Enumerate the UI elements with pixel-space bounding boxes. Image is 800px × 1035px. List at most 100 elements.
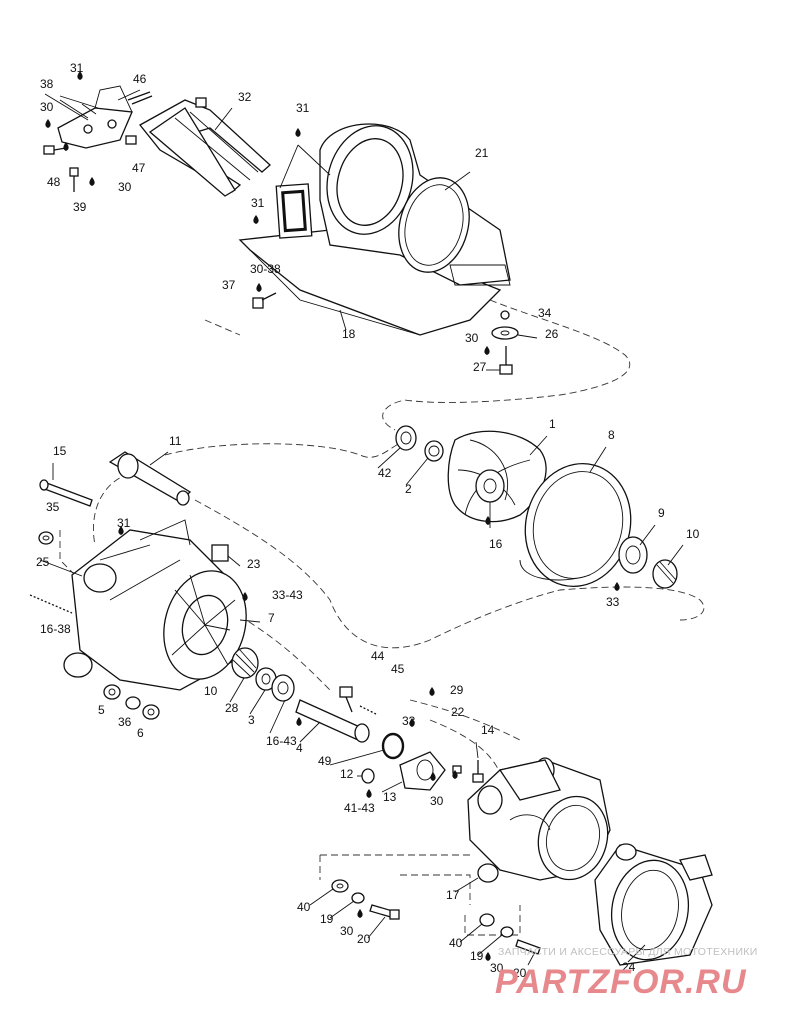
callout-label: 6: [137, 726, 144, 740]
callout-label: 20: [513, 966, 527, 980]
nozzle-housing: [238, 123, 519, 375]
watermark-brand: PARTZFOR.RU: [495, 963, 747, 1001]
callout-label: 22: [451, 705, 465, 719]
oil-drop-icon: [430, 772, 436, 781]
callout-label: 12: [340, 767, 354, 781]
watermark-caption: ЗАПЧАСТИ И АКСЕССУАРЫ ДЛЯ МОТОТЕХНИКИ: [498, 946, 758, 958]
callout-label: 49: [318, 754, 332, 768]
callout-label: 10: [204, 684, 218, 698]
callout-label: 5: [98, 703, 105, 717]
steering-arm: [139, 97, 271, 197]
callout-label: 30: [40, 100, 54, 114]
callout-label: 18: [342, 327, 356, 341]
callout-label: 29: [450, 683, 464, 697]
oil-drop-icon: [295, 128, 301, 137]
callout-label: 31: [70, 61, 84, 75]
callout-label: 30: [430, 794, 444, 808]
callout-label: 40: [297, 900, 311, 914]
callout-label: 1: [549, 417, 556, 431]
callout-label: 30: [490, 961, 504, 975]
callout-label: 19: [470, 949, 484, 963]
callout-label: 30: [465, 331, 479, 345]
callout-label: 33: [606, 595, 620, 609]
callout-label: 32: [238, 90, 252, 104]
callout-label: 37: [222, 278, 236, 292]
callout-label: 21: [475, 146, 489, 160]
callout-label: 26: [545, 327, 559, 341]
assembly-dashed-lines: [59, 299, 705, 936]
callout-label: 30-38: [250, 262, 281, 276]
callout-label: 42: [378, 466, 392, 480]
callout-label: 11: [169, 434, 182, 448]
callout-label: 41-43: [344, 801, 375, 815]
venturi-and-nozzle: [331, 757, 713, 966]
callout-label: 19: [320, 912, 334, 926]
callout-label: 47: [132, 161, 146, 175]
oil-drop-icon: [63, 142, 69, 151]
callout-label: 31: [296, 101, 310, 115]
callout-label: 14: [481, 723, 495, 737]
oil-drop-icon: [256, 283, 262, 292]
oil-drop-icon: [429, 687, 435, 696]
callout-label: 31: [251, 196, 265, 210]
callout-label: 27: [473, 360, 487, 374]
callout-label: 30: [340, 924, 354, 938]
callout-label: 17: [446, 888, 460, 902]
oil-drop-icon: [452, 770, 458, 779]
oil-drop-icon: [357, 909, 363, 918]
oil-drop-icon: [485, 516, 491, 525]
callout-label: 31: [117, 516, 131, 530]
callout-label: 39: [73, 200, 87, 214]
callout-label: 4: [296, 741, 303, 755]
callout-label: 8: [608, 428, 615, 442]
callout-label: 45: [391, 662, 405, 676]
callout-label: 30: [118, 180, 132, 194]
callout-label: 16-43: [266, 734, 297, 748]
callout-label: 48: [47, 175, 61, 189]
callout-label: 3: [248, 713, 255, 727]
callout-label: 24: [622, 960, 636, 974]
oil-drop-icon: [253, 215, 259, 224]
callout-label: 15: [53, 444, 67, 458]
oil-drop-icon: [77, 71, 83, 80]
callout-label: 10: [686, 527, 700, 541]
callout-label: 13: [383, 790, 397, 804]
callout-label: 46: [133, 72, 147, 86]
callout-label: 34: [538, 306, 552, 320]
callout-label: 2: [405, 482, 412, 496]
steering-bracket: [43, 85, 153, 192]
oil-drop-icon: [242, 592, 248, 601]
callout-label: 38: [40, 77, 54, 91]
watermark: ЗАПЧАСТИ И АКСЕССУАРЫ ДЛЯ МОТОТЕХНИКИ PA…: [495, 946, 758, 1001]
callout-label: 7: [268, 611, 275, 625]
callout-label: 23: [247, 557, 261, 571]
callout-label: 9: [658, 506, 665, 520]
oil-drop-icon: [409, 718, 415, 727]
oil-drop-icon: [485, 952, 491, 961]
callout-label: 33-43: [272, 588, 303, 602]
oil-drop-icon: [296, 717, 302, 726]
oil-drop-icon: [89, 177, 95, 186]
callout-label: 44: [371, 649, 385, 663]
callout-label: 25: [36, 555, 50, 569]
callout-label: 16-38: [40, 622, 71, 636]
oil-drop-icon: [118, 526, 124, 535]
callout-label: 20: [357, 932, 371, 946]
callout-label: 16: [489, 537, 503, 551]
oil-drop-icon: [366, 789, 372, 798]
oil-drop-icon: [484, 346, 490, 355]
callout-label: 36: [118, 715, 132, 729]
pump-housing: [29, 479, 247, 720]
oil-drop-icon: [614, 582, 620, 591]
leader-lines: [39, 89, 684, 966]
shaft-components: [231, 647, 484, 791]
drive-shaft: [108, 451, 192, 506]
impeller-assembly: [395, 425, 678, 589]
oil-drop-icon: [45, 119, 51, 128]
callout-label: 35: [46, 500, 60, 514]
callout-label: 40: [449, 936, 463, 950]
callout-label: 28: [225, 701, 239, 715]
